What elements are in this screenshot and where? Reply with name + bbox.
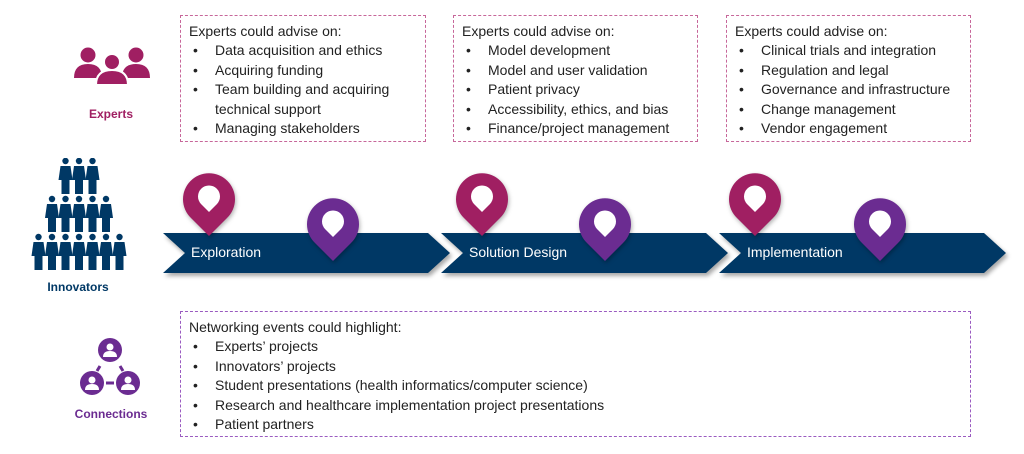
people-group-icon xyxy=(74,47,150,85)
box-heading: Experts could advise on: xyxy=(189,23,342,39)
list-item: Team building and acquiring technical su… xyxy=(189,80,417,119)
phase-label: Implementation xyxy=(747,244,843,260)
connection-location-pin-icon xyxy=(577,197,633,263)
advice-box-exploration: Experts could advise on: Data acquisitio… xyxy=(180,15,426,142)
phase-solution-design: Solution Design xyxy=(441,233,728,273)
list-item: Governance and infrastructure xyxy=(735,80,962,100)
network-people-icon xyxy=(80,338,140,395)
phase-label: Exploration xyxy=(191,244,262,260)
box-heading: Experts could advise on: xyxy=(735,23,888,39)
list-item: Acquiring funding xyxy=(189,61,417,81)
list-item: Accessibility, ethics, and bias xyxy=(462,100,689,120)
list-item: Vendor engagement xyxy=(735,119,962,139)
phase-exploration: Exploration xyxy=(163,233,450,273)
list-item: Clinical trials and integration xyxy=(735,41,962,61)
list-item: Student presentations (health informatic… xyxy=(189,376,962,396)
crowd-pyramid-icon xyxy=(31,158,127,270)
list-item: Model and user validation xyxy=(462,61,689,81)
expert-location-pin-icon xyxy=(727,172,783,238)
expert-location-pin-icon xyxy=(181,172,237,238)
connection-location-pin-icon xyxy=(852,197,908,263)
list-item: Managing stakeholders xyxy=(189,119,417,139)
advice-box-solution-design: Experts could advise on: Model developme… xyxy=(453,15,698,142)
box-heading: Networking events could highlight: xyxy=(189,319,402,335)
list-item: Research and healthcare implementation p… xyxy=(189,396,962,416)
networking-box: Networking events could highlight: Exper… xyxy=(180,311,971,437)
list-item: Patient privacy xyxy=(462,80,689,100)
list-item: Finance/project management xyxy=(462,119,689,139)
list-item: Regulation and legal xyxy=(735,61,962,81)
advice-box-implementation: Experts could advise on: Clinical trials… xyxy=(726,15,971,142)
expert-location-pin-icon xyxy=(454,172,510,238)
list-item: Change management xyxy=(735,100,962,120)
experts-label: Experts xyxy=(88,107,134,121)
list-item: Innovators’ projects xyxy=(189,357,962,377)
list-item: Patient partners xyxy=(189,415,962,435)
list-item: Data acquisition and ethics xyxy=(189,41,417,61)
list-item: Experts’ projects xyxy=(189,337,962,357)
phase-label: Solution Design xyxy=(469,244,568,260)
list-item: Model development xyxy=(462,41,689,61)
connections-label: Connections xyxy=(74,407,148,421)
box-heading: Experts could advise on: xyxy=(462,23,615,39)
phase-implementation: Implementation xyxy=(719,233,1006,273)
connection-location-pin-icon xyxy=(305,197,361,263)
innovators-label: Innovators xyxy=(47,280,109,294)
